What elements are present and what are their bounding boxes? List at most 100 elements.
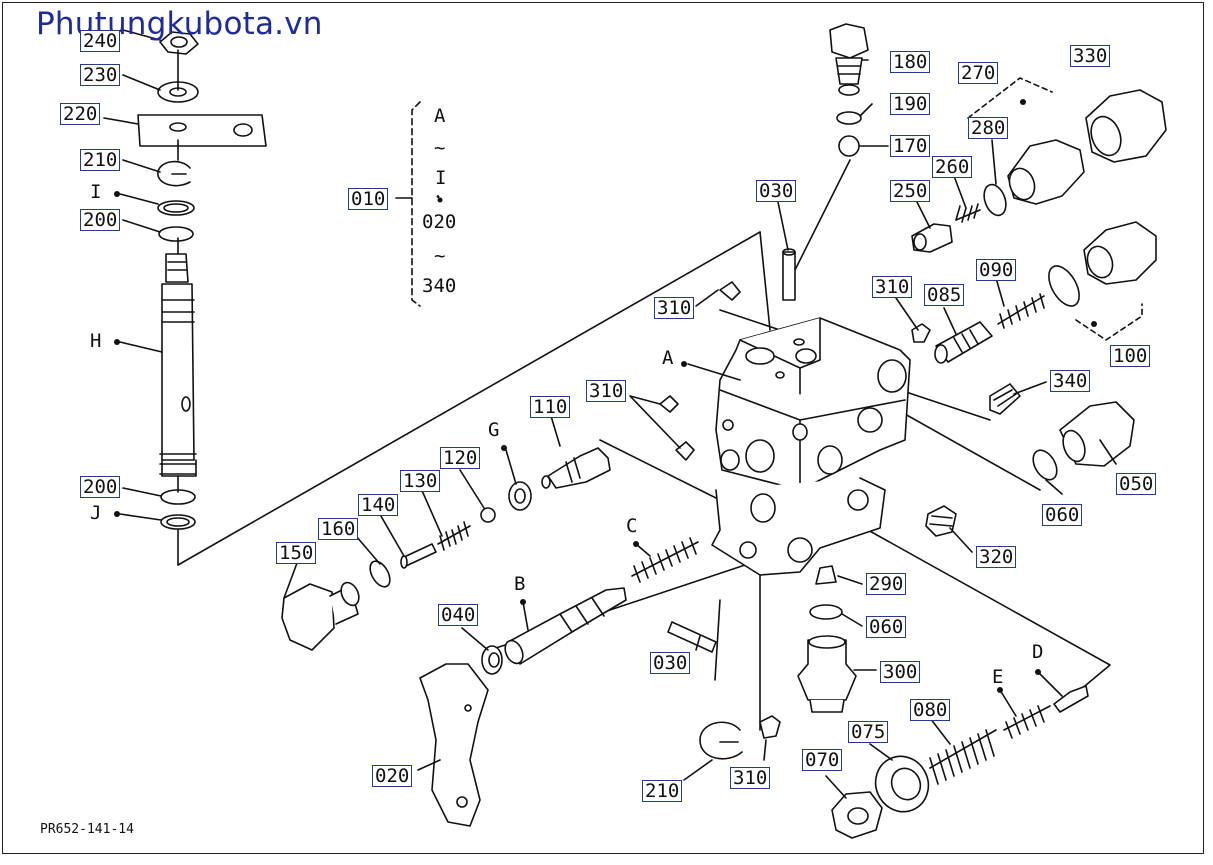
callout-310-b[interactable]: 310	[586, 380, 627, 402]
part-C-spring	[631, 537, 699, 583]
callout-310-c[interactable]: 310	[872, 276, 913, 298]
callout-110[interactable]: 110	[530, 396, 571, 418]
group-270-bracket	[967, 77, 1053, 119]
part-310-plug-lower	[759, 715, 781, 739]
callout-B[interactable]: B	[514, 573, 526, 595]
part-140-pin	[400, 543, 437, 569]
part-170-ball	[838, 135, 860, 157]
callout-260[interactable]: 260	[932, 156, 973, 178]
callout-H[interactable]: H	[90, 330, 102, 352]
part-130-spring	[437, 521, 471, 551]
callout-050[interactable]: 050	[1116, 473, 1157, 495]
callout-220[interactable]: 220	[60, 103, 101, 125]
callout-170[interactable]: 170	[890, 135, 931, 157]
callout-E[interactable]: E	[992, 666, 1004, 688]
part-B-spool	[504, 587, 627, 665]
callout-160[interactable]: 160	[318, 518, 359, 540]
part-150-plug	[281, 581, 360, 651]
callout-240[interactable]: 240	[80, 30, 121, 52]
assembly-line	[789, 159, 851, 281]
callout-270[interactable]: 270	[958, 62, 999, 84]
part-180-plug	[829, 23, 869, 96]
callout-060-right[interactable]: 060	[1042, 504, 1083, 526]
part-085-spool	[934, 321, 993, 364]
part-E-spring	[1003, 705, 1051, 739]
callout-310-a[interactable]: 310	[654, 297, 695, 319]
callout-I[interactable]: I	[90, 181, 102, 203]
callout-100[interactable]: 100	[1110, 345, 1151, 367]
callout-330[interactable]: 330	[1070, 45, 1111, 67]
callout-200-top[interactable]: 200	[80, 209, 121, 231]
callout-340[interactable]: 340	[1050, 370, 1091, 392]
callout-030-top[interactable]: 030	[756, 180, 797, 202]
callout-180[interactable]: 180	[890, 51, 931, 73]
callout-210-top[interactable]: 210	[80, 149, 121, 171]
callout-G[interactable]: G	[488, 419, 500, 441]
assembly-line	[759, 231, 771, 331]
part-G-collar	[508, 481, 532, 511]
part-060-oring-right	[1032, 449, 1058, 481]
callout-010[interactable]: 010	[348, 188, 389, 210]
shaft-assembly	[137, 31, 267, 566]
part-020-lever	[419, 663, 489, 827]
leader-lines	[103, 29, 1117, 799]
callout-290[interactable]: 290	[866, 573, 907, 595]
callout-130[interactable]: 130	[400, 470, 441, 492]
callout-085[interactable]: 085	[924, 284, 965, 306]
callout-090[interactable]: 090	[976, 259, 1017, 281]
group-bracket	[411, 101, 421, 307]
part-310-plug-b	[659, 395, 695, 461]
assembly-line	[177, 231, 761, 566]
group-line-dot: •	[435, 192, 442, 203]
callout-060-lower[interactable]: 060	[866, 616, 907, 638]
group-line-020: 020	[422, 211, 457, 233]
group-100-bracket	[1075, 303, 1143, 341]
callout-250[interactable]: 250	[890, 180, 931, 202]
part-220-plate	[137, 114, 267, 147]
drawing-reference-code: PR652-141-14	[40, 822, 134, 837]
callout-140[interactable]: 140	[358, 494, 399, 516]
part-160-oring	[369, 560, 391, 588]
part-240-nut	[159, 31, 199, 55]
callout-280[interactable]: 280	[968, 117, 1009, 139]
callout-070[interactable]: 070	[802, 749, 843, 771]
callout-320[interactable]: 320	[976, 546, 1017, 568]
part-210-eclip-top	[157, 160, 191, 187]
callout-D[interactable]: D	[1032, 641, 1044, 663]
part-190-oring	[836, 111, 862, 125]
drawing-frame	[2, 2, 1204, 854]
part-J-ring	[160, 514, 196, 530]
group-line-340: 340	[422, 275, 457, 297]
part-250-piston	[911, 223, 953, 253]
callout-230[interactable]: 230	[80, 64, 121, 86]
callout-200-bottom[interactable]: 200	[80, 476, 121, 498]
group-line-tilde-1: ~	[434, 137, 446, 159]
callout-030-bottom[interactable]: 030	[650, 652, 691, 674]
callout-300[interactable]: 300	[880, 661, 921, 683]
part-310-plug-right	[911, 323, 931, 343]
part-040-collar	[481, 645, 503, 675]
callout-150[interactable]: 150	[276, 542, 317, 564]
callout-310-d[interactable]: 310	[730, 767, 771, 789]
callout-190[interactable]: 190	[890, 93, 931, 115]
assembly-line	[719, 309, 781, 331]
callout-040[interactable]: 040	[438, 604, 479, 626]
callout-210-bottom[interactable]: 210	[642, 780, 683, 802]
site-logo[interactable]: Phutungkubota.vn	[36, 6, 323, 42]
group-line-tilde-2: ~	[434, 245, 446, 267]
group-line-a: A	[434, 105, 446, 127]
callout-075[interactable]: 075	[848, 721, 889, 743]
part-050-connector	[1059, 401, 1135, 467]
callout-080[interactable]: 080	[910, 699, 951, 721]
part-330-nut	[1085, 89, 1167, 163]
callout-120[interactable]: 120	[440, 447, 481, 469]
callout-020[interactable]: 020	[372, 765, 413, 787]
callout-A[interactable]: A	[662, 347, 674, 369]
callout-C[interactable]: C	[626, 515, 638, 537]
callout-J[interactable]: J	[90, 502, 102, 524]
part-030-pin-top	[782, 248, 796, 301]
part-310-plug-a	[719, 281, 741, 301]
part-270-connector	[1007, 139, 1085, 205]
part-100-oring	[1048, 265, 1080, 307]
